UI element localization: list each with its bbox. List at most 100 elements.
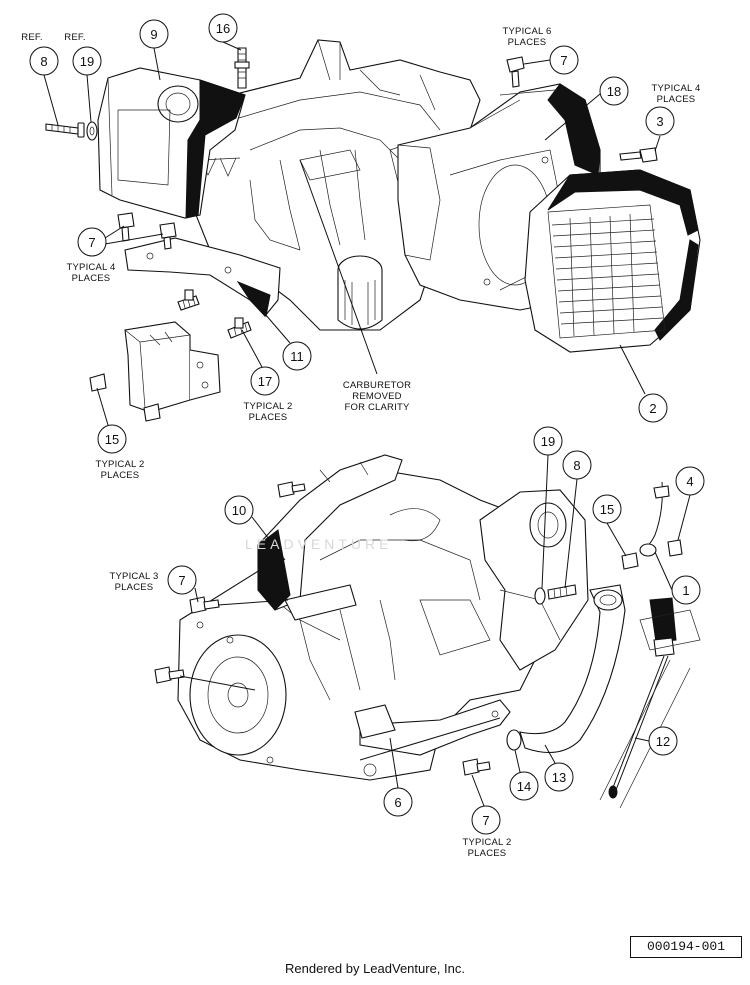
- note-line: PLACES: [72, 273, 111, 284]
- callout-circle: [282, 341, 312, 371]
- note-line: PLACES: [249, 412, 288, 423]
- note-line: PLACES: [115, 582, 154, 593]
- callout-number: 8: [573, 458, 580, 473]
- callout-circle: [549, 45, 579, 75]
- washer-19-ref: [86, 121, 98, 141]
- callout-circle: [675, 466, 705, 496]
- callout-circle: [509, 771, 539, 801]
- ground-wire-1: [639, 481, 670, 557]
- callout-circle: [645, 106, 675, 136]
- callout-circle: [224, 495, 254, 525]
- callout-number: 6: [394, 795, 401, 810]
- callout-c10: 10: [224, 495, 254, 525]
- callout-number: 8: [40, 54, 47, 69]
- callout-number: 19: [80, 54, 94, 69]
- nut-15-bottom: [621, 552, 639, 570]
- callout-number: 19: [541, 434, 555, 449]
- ignition-module-15: [124, 321, 221, 413]
- callout-c6: 6: [383, 787, 413, 817]
- screw-3: [619, 147, 658, 163]
- note-ref-8: REF.: [21, 32, 42, 43]
- callout-circle: [599, 76, 629, 106]
- callout-number: 11: [290, 349, 304, 364]
- callout-c15-top: 15: [97, 424, 127, 454]
- callout-circle: [139, 19, 169, 49]
- note-line: TYPICAL 6: [503, 26, 552, 37]
- callout-c18: 18: [599, 76, 629, 106]
- callout-circle: [97, 424, 127, 454]
- callout-number: 3: [656, 114, 663, 129]
- bolt-7-mid: [189, 596, 220, 614]
- callout-number: 15: [600, 502, 614, 517]
- callout-c15-bottom: 15: [592, 494, 622, 524]
- valve-cover-shroud-9: [97, 67, 246, 219]
- callout-number: 18: [607, 84, 621, 99]
- washer-19-bottom: [534, 587, 546, 605]
- dipstick-12: [599, 597, 701, 809]
- callout-c7-bottom: 7: [471, 805, 501, 835]
- note-line: PLACES: [657, 94, 696, 105]
- callout-number: 14: [517, 779, 531, 794]
- callout-circle: [544, 762, 574, 792]
- engine-block-bottom: [177, 469, 561, 781]
- callout-c7-mid: 7: [167, 565, 197, 595]
- callout-number: 7: [560, 53, 567, 68]
- screen-grille: [551, 213, 664, 337]
- callout-c9: 9: [139, 19, 169, 49]
- bolt-8-bottom: [547, 584, 577, 600]
- callout-number: 7: [88, 235, 95, 250]
- nut-4: [667, 539, 683, 557]
- oil-filter: [337, 255, 383, 330]
- nuts-15-top: [89, 373, 161, 422]
- bolt-7-lower: [154, 666, 185, 684]
- callout-c13: 13: [544, 762, 574, 792]
- callout-c16: 16: [208, 13, 238, 43]
- callout-c19-bottom: 19: [533, 426, 563, 456]
- callout-number: 15: [105, 432, 119, 447]
- note-line: TYPICAL 4: [67, 262, 116, 273]
- leaders-bottom: [179, 454, 691, 807]
- bolt-7-bottom: [462, 758, 491, 776]
- callout-c8-top: 8: [29, 46, 59, 76]
- callout-c17: 17: [250, 366, 280, 396]
- dipstick-tube-13: [519, 584, 626, 754]
- note-line: REF.: [21, 32, 42, 43]
- callout-c4: 4: [675, 466, 705, 496]
- callout-c2: 2: [638, 393, 668, 423]
- callout-circle: [167, 565, 197, 595]
- note-line: TYPICAL 2: [244, 401, 293, 412]
- bracket-11: [124, 237, 281, 318]
- callout-number: 7: [178, 573, 185, 588]
- callout-number: 17: [258, 374, 272, 389]
- callout-circle: [671, 575, 701, 605]
- o-ring-14: [506, 729, 522, 751]
- callout-number: 12: [656, 734, 670, 749]
- callout-circle: [638, 393, 668, 423]
- top-assembly: [43, 39, 701, 426]
- callout-c7-top: 7: [549, 45, 579, 75]
- note-line: TYPICAL 3: [110, 571, 159, 582]
- callout-circle: [77, 227, 107, 257]
- fasteners-top: [45, 47, 658, 422]
- callout-number: 7: [482, 813, 489, 828]
- bottom-assembly: [154, 454, 701, 809]
- note-line: CARBURETOR: [343, 380, 411, 391]
- note-line: FOR CLARITY: [344, 402, 409, 413]
- note-line: REF.: [64, 32, 85, 43]
- note-line: TYPICAL 2: [96, 459, 145, 470]
- callout-c3: 3: [645, 106, 675, 136]
- callout-number: 4: [686, 474, 693, 489]
- callout-c19-top: 19: [72, 46, 102, 76]
- diagram-id: 000194-001: [630, 936, 742, 958]
- callout-circle: [383, 787, 413, 817]
- callout-c11: 11: [282, 341, 312, 371]
- callout-circle: [533, 426, 563, 456]
- callout-circle: [72, 46, 102, 76]
- callout-circle: [648, 726, 678, 756]
